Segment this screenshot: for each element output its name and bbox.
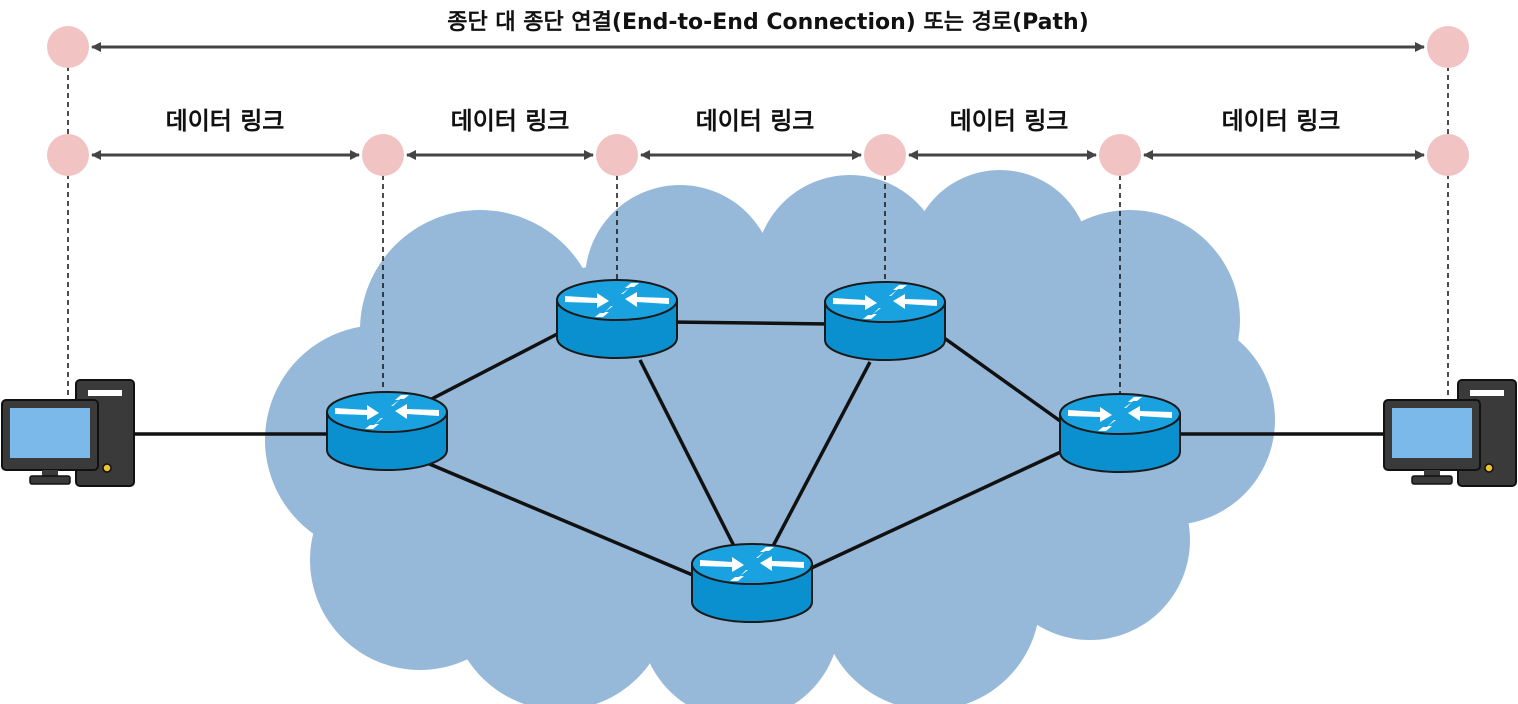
- hop-nodes: [47, 26, 1469, 176]
- data-link-label-3: 데이터 링크: [696, 107, 815, 135]
- hop-node-router2: [596, 134, 638, 176]
- physical-links: [135, 320, 1385, 587]
- data-link-label-4: 데이터 링크: [950, 107, 1069, 135]
- data-link-label-2: 데이터 링크: [451, 107, 570, 135]
- end-to-end-label: 종단 대 종단 연결(End-to-End Connection) 또는 경로(…: [447, 10, 1089, 35]
- hop-node-router3: [864, 134, 906, 176]
- router-4-icon: [691, 543, 813, 623]
- hop-node-router1: [362, 134, 404, 176]
- router-5-icon: [1059, 393, 1181, 473]
- link-router2-router3: [669, 320, 831, 326]
- link-router3-router4: [770, 361, 872, 549]
- router-3-icon: [824, 281, 946, 361]
- right-computer-icon: [1383, 379, 1517, 487]
- hop-node-right-host: [1427, 134, 1469, 176]
- end-node-right: [1427, 26, 1469, 68]
- link-router1-router2: [419, 328, 566, 407]
- router-1-icon: [326, 391, 448, 471]
- link-router2-router4: [638, 359, 737, 549]
- end-node-left: [47, 26, 89, 68]
- network-cloud: [265, 170, 1275, 704]
- data-link-label-5: 데이터 링크: [1222, 107, 1341, 135]
- router-2-icon: [556, 279, 678, 359]
- link-router1-router4: [419, 458, 696, 578]
- link-router3-router5: [938, 333, 1072, 430]
- link-router4-router5: [774, 448, 1066, 587]
- hop-node-left-host: [47, 134, 89, 176]
- left-computer-icon: [1, 379, 135, 487]
- hop-node-router5: [1099, 134, 1141, 176]
- data-link-label-1: 데이터 링크: [166, 107, 285, 135]
- hop-guides: [67, 66, 1449, 402]
